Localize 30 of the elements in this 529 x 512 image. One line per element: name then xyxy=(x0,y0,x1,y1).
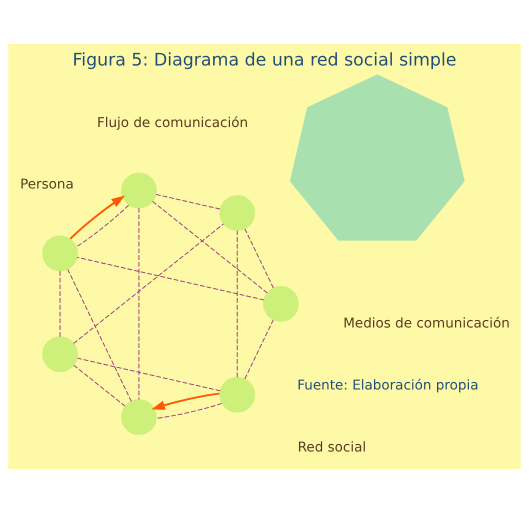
connector xyxy=(138,206,140,400)
connector xyxy=(152,200,268,293)
diagram-title: Figura 5: Diagrama de una red social simple xyxy=(72,50,456,70)
connector xyxy=(67,268,132,402)
connector xyxy=(73,364,126,406)
legend-label: Red social xyxy=(298,438,366,455)
connector xyxy=(76,256,264,300)
connector xyxy=(244,228,274,288)
connector xyxy=(76,204,130,247)
node-circle xyxy=(219,194,256,230)
legend-label: Medios de comunicación xyxy=(343,315,510,332)
arrow xyxy=(151,392,220,410)
node-circle xyxy=(219,376,256,412)
arrow xyxy=(70,194,126,239)
legend-label: Persona xyxy=(20,176,74,192)
connector xyxy=(73,222,224,344)
connector xyxy=(60,270,61,337)
connector xyxy=(156,402,222,418)
node-heptagon xyxy=(290,74,465,240)
connector xyxy=(244,318,274,379)
node-circle xyxy=(263,285,299,322)
caption: Fuente: Elaboración propia xyxy=(297,377,479,394)
connector xyxy=(156,193,220,209)
node-circle xyxy=(121,172,157,208)
node-circle xyxy=(121,398,157,434)
connector xyxy=(236,230,238,378)
legend-label: Flujo de comunicación xyxy=(96,114,248,130)
connector xyxy=(76,357,221,391)
node-circle xyxy=(42,235,78,271)
node-circle xyxy=(42,336,78,372)
